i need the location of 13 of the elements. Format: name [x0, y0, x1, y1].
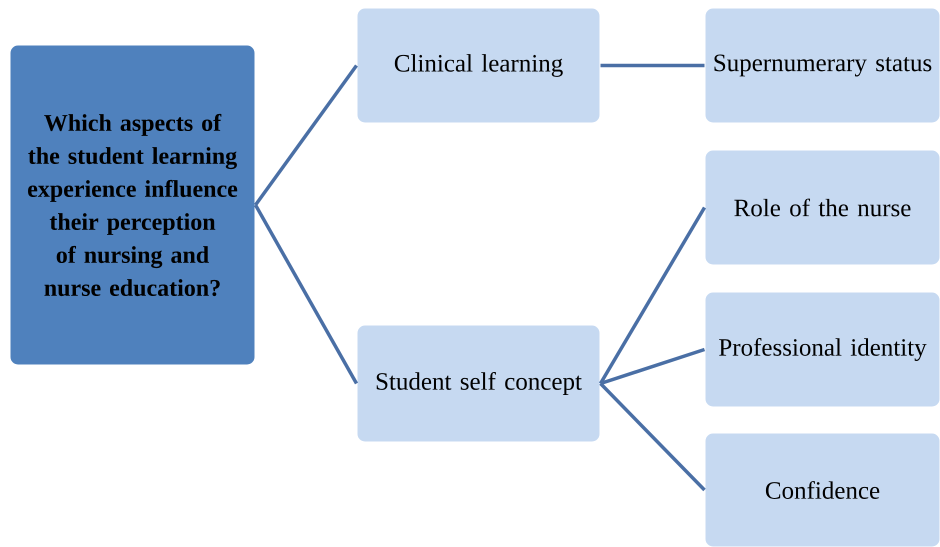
connector-line: [600, 64, 704, 68]
connector-line: [599, 382, 706, 492]
connector-line: [600, 348, 706, 386]
connector-line: [254, 204, 358, 384]
connector-line: [254, 64, 358, 206]
topic-box: Supernumerary status: [704, 8, 940, 124]
root-question-box: Which aspects of the student learning experience influence their perception of nursing and nurse education?: [10, 44, 256, 366]
topic-box: Professional identity: [704, 292, 940, 408]
topic-box: Student self concept: [356, 324, 600, 442]
connector-line: [599, 206, 706, 384]
topic-box: Role of the nurse: [704, 150, 940, 266]
topic-box: Clinical learning: [356, 8, 600, 124]
topic-box: Confidence: [704, 432, 940, 547]
